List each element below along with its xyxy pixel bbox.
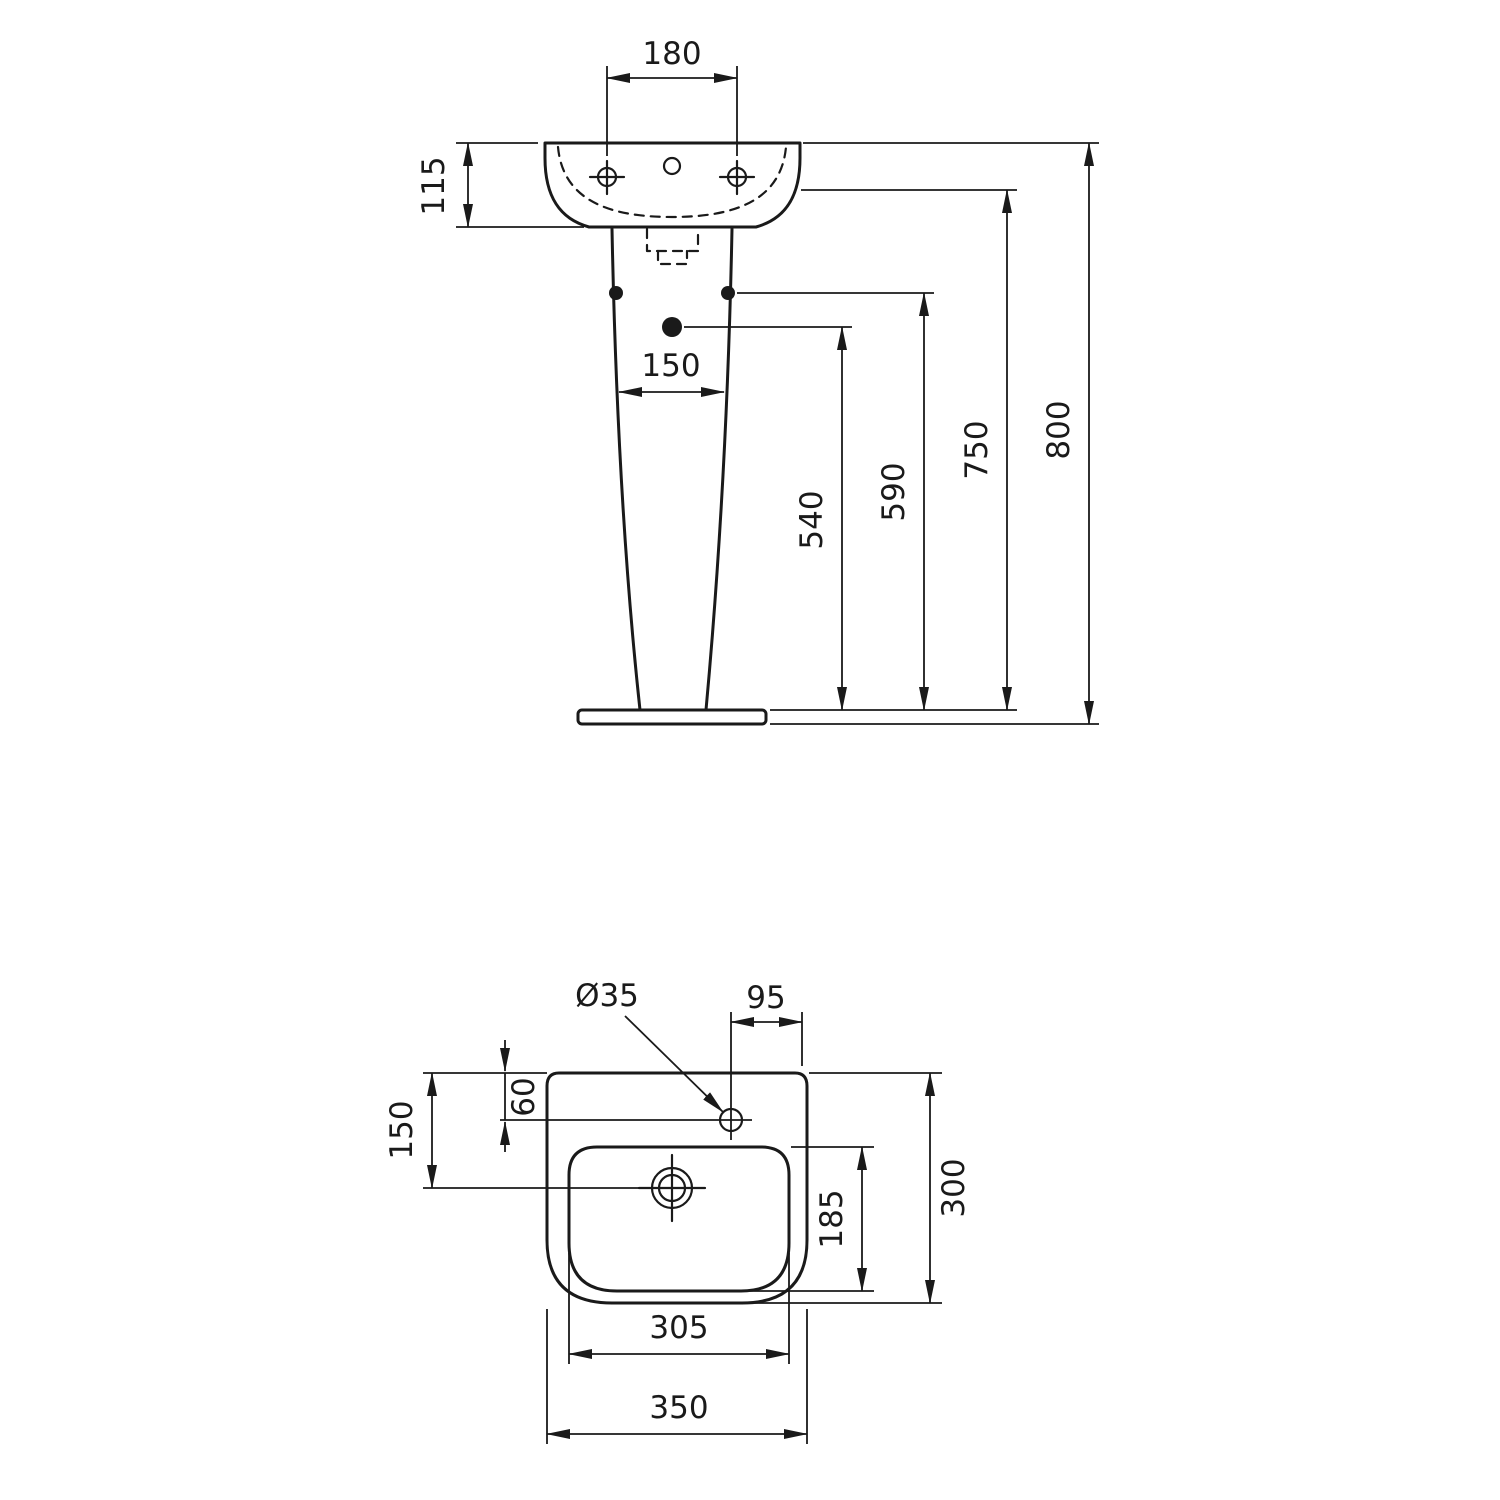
dim-rear-to-tap-hole: 60 <box>500 1040 752 1152</box>
trap-inner-dashed <box>656 249 689 266</box>
dim-label: 115 <box>416 156 452 215</box>
drain-center-dot <box>662 317 682 337</box>
dim-label: 590 <box>876 462 912 521</box>
pedestal-right-edge <box>704 227 734 712</box>
plan-view-dimensions: Ø35 95 60 150 <box>384 978 972 1444</box>
dim-bowl-width: 305 <box>568 1253 790 1364</box>
dim-rim-height: 750 <box>801 189 1017 711</box>
dim-label: 540 <box>794 490 830 549</box>
pedestal-base <box>576 708 768 726</box>
dim-label: Ø35 <box>575 978 639 1014</box>
dim-label: 300 <box>936 1158 972 1217</box>
basin-outline <box>543 141 802 229</box>
trap-outline-dashed <box>645 227 700 253</box>
dim-tap-hole-diameter: Ø35 <box>575 978 724 1113</box>
pedestal-left-edge <box>610 227 642 712</box>
dim-label: 185 <box>814 1189 850 1248</box>
fixing-hole-right-dot <box>721 286 735 300</box>
dim-label: 180 <box>642 36 701 72</box>
front-elevation-view <box>543 141 802 726</box>
dim-overall-height: 800 <box>770 142 1099 725</box>
dim-label: 60 <box>506 1077 542 1116</box>
dim-label: 150 <box>641 348 700 384</box>
dim-tap-hole-spacing: 180 <box>606 36 738 156</box>
dim-label: 750 <box>959 420 995 479</box>
dim-drain-height: 540 <box>684 326 852 711</box>
dim-label: 350 <box>649 1390 708 1426</box>
dim-tap-hole-offset-right: 95 <box>730 980 803 1140</box>
bowl-plan-outline <box>567 1145 791 1293</box>
basin-plan-outline <box>545 1071 809 1305</box>
dim-bowl-depth: 185 <box>748 1146 874 1292</box>
dim-label: 150 <box>384 1100 420 1159</box>
drain-hole-plan <box>637 1153 707 1223</box>
dim-overall-width: 350 <box>546 1309 808 1444</box>
tap-hole-left-marker <box>588 159 626 196</box>
fixing-hole-left-dot <box>609 286 623 300</box>
dim-label: 305 <box>649 1310 708 1346</box>
dim-rear-to-drain: 150 <box>384 1072 646 1189</box>
leader-line <box>624 1015 724 1113</box>
dim-basin-height: 115 <box>416 142 584 228</box>
basin-bowl-dashed-line <box>556 145 788 219</box>
dim-label: 800 <box>1041 400 1077 459</box>
overflow-hole <box>662 156 682 176</box>
dim-label: 95 <box>746 980 785 1016</box>
dim-overall-depth: 300 <box>752 1072 972 1304</box>
tap-hole-right-marker <box>718 159 756 196</box>
front-elevation-dimensions: 180 115 150 540 590 <box>416 36 1099 725</box>
dim-fixing-holes-height: 590 <box>737 292 934 711</box>
dim-pedestal-width: 150 <box>618 348 725 397</box>
